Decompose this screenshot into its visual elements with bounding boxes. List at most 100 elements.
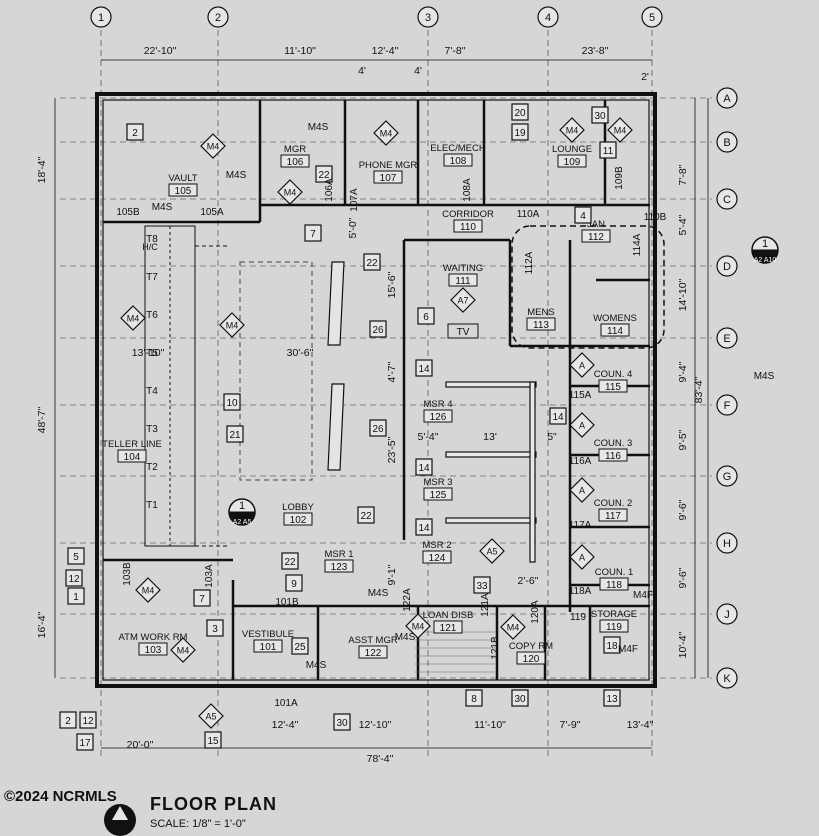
room-number: 104 bbox=[124, 452, 141, 463]
room-name: ATM WORK RM bbox=[119, 632, 188, 643]
restroom-outline bbox=[511, 225, 665, 349]
keynote-tag: 13 bbox=[606, 694, 618, 705]
dim-right-6: 9'-5" bbox=[677, 429, 689, 450]
keynote-tag: 26 bbox=[372, 325, 384, 336]
exterior-walls bbox=[95, 92, 657, 688]
room-number-box bbox=[581, 229, 611, 243]
grid-col-5: 5 bbox=[649, 12, 655, 24]
teller-position: T8 bbox=[146, 234, 158, 245]
keynote-tag: 5 bbox=[73, 552, 79, 563]
keynote-tag-box bbox=[415, 518, 433, 536]
room-name: JAN bbox=[587, 219, 605, 230]
room-number: 118 bbox=[606, 580, 622, 591]
keynote-tag-box bbox=[603, 689, 621, 707]
diamond-mark bbox=[135, 577, 161, 603]
room-name: LOAN DISB bbox=[423, 610, 474, 621]
dim-int-7: 13' bbox=[483, 431, 497, 443]
keynote-tag-box bbox=[369, 419, 387, 437]
room-name: MSR 2 bbox=[422, 540, 451, 551]
teller-position: T3 bbox=[146, 424, 158, 435]
room-name: MSR 3 bbox=[423, 477, 452, 488]
keynote-tag: 22 bbox=[318, 170, 330, 181]
grid-col-2: 2 bbox=[215, 12, 221, 24]
keynote-tag: 11 bbox=[603, 146, 614, 157]
room-number-box bbox=[423, 487, 453, 501]
room-number-box bbox=[423, 409, 453, 423]
dim-bottom-3: 11'-10" bbox=[474, 719, 506, 731]
grid-row-f: F bbox=[724, 400, 731, 412]
dim-right-5: 83'-4" bbox=[693, 376, 705, 403]
room-number-box bbox=[168, 183, 198, 197]
diamond-mark bbox=[607, 117, 633, 143]
room-number-box bbox=[598, 448, 628, 462]
room-number: 123 bbox=[331, 562, 348, 573]
keynote-tag-box bbox=[193, 589, 211, 607]
keynote-tag-box bbox=[603, 636, 621, 654]
keynote-tag-box bbox=[59, 711, 77, 729]
door-label: 106A bbox=[324, 178, 335, 202]
dim-bottom-2: 12'-10" bbox=[359, 719, 392, 731]
keynote-tags: 2201930112274222662610211414141422229732… bbox=[59, 103, 621, 751]
keynote-tag-box bbox=[333, 713, 351, 731]
keynote-tag: 33 bbox=[476, 581, 488, 592]
scale-label: SCALE: 1/8" = 1'-0" bbox=[150, 818, 246, 830]
keynote-tag-box bbox=[591, 106, 609, 124]
room-number-box bbox=[253, 639, 283, 653]
room-number: 116 bbox=[605, 451, 621, 462]
keynote-tag-box bbox=[511, 103, 529, 121]
dim-left-1: 18'-4" bbox=[36, 156, 48, 183]
door-label: 105B bbox=[116, 207, 140, 218]
grid-row-a: A bbox=[723, 93, 731, 105]
keynote-tag: 22 bbox=[360, 511, 372, 522]
grid-bubbles-right bbox=[716, 87, 738, 689]
dim-top-7: 4' bbox=[414, 65, 422, 77]
keynote-tag-box bbox=[285, 574, 303, 592]
dim-right-2: 5'-4" bbox=[677, 214, 689, 235]
keynote-tag-box bbox=[473, 576, 491, 594]
room-number-box bbox=[138, 642, 168, 656]
interior-walls bbox=[103, 100, 650, 680]
grid-row-h: H bbox=[723, 538, 731, 550]
lobby-rug bbox=[239, 261, 313, 481]
keynote-tag-box bbox=[417, 307, 435, 325]
keynote-tag-box bbox=[65, 569, 83, 587]
door-label: 103B bbox=[122, 562, 133, 586]
room-number: 126 bbox=[430, 412, 447, 423]
room-number: 108 bbox=[450, 156, 467, 167]
door-label: 110A bbox=[517, 209, 540, 220]
door-label: 103A bbox=[204, 564, 215, 588]
room-number: 114 bbox=[607, 326, 623, 337]
keynote-tag-box bbox=[67, 547, 85, 565]
room-number: 112 bbox=[588, 232, 604, 243]
room-number: 119 bbox=[606, 622, 622, 633]
keynote-tag: 19 bbox=[514, 128, 526, 139]
keynote-tag: 25 bbox=[294, 642, 306, 653]
room-number-box bbox=[117, 449, 147, 463]
keynote-tag-box bbox=[67, 587, 85, 605]
teller-counter bbox=[144, 225, 230, 547]
room-name: MSR 4 bbox=[423, 399, 452, 410]
keynote-tag-box bbox=[574, 206, 592, 224]
diamond-mark-label: M4 bbox=[142, 586, 155, 596]
grid-row-k: K bbox=[723, 673, 731, 685]
room-number: 106 bbox=[287, 157, 304, 168]
keynote-tag: 18 bbox=[606, 641, 618, 652]
keynote-tag: 10 bbox=[226, 398, 238, 409]
room-name: TELLER LINE bbox=[102, 439, 162, 450]
keynote-tag-box bbox=[465, 689, 483, 707]
door-label: 115A bbox=[569, 390, 592, 401]
room-name: LOBBY bbox=[282, 502, 314, 513]
door-label: 101A bbox=[274, 698, 298, 709]
room-number-box bbox=[599, 577, 629, 591]
room-name: CORRIDOR bbox=[442, 209, 494, 220]
keynote-tag: 22 bbox=[284, 557, 296, 568]
keynote-tag-box bbox=[281, 552, 299, 570]
lobby-benches bbox=[327, 261, 345, 471]
diamond-mark bbox=[559, 117, 585, 143]
dim-int-9: 9'-1" bbox=[386, 564, 398, 585]
section-2-sheet: A2 A5 bbox=[233, 519, 252, 526]
keynote-tag: 3 bbox=[212, 624, 218, 635]
